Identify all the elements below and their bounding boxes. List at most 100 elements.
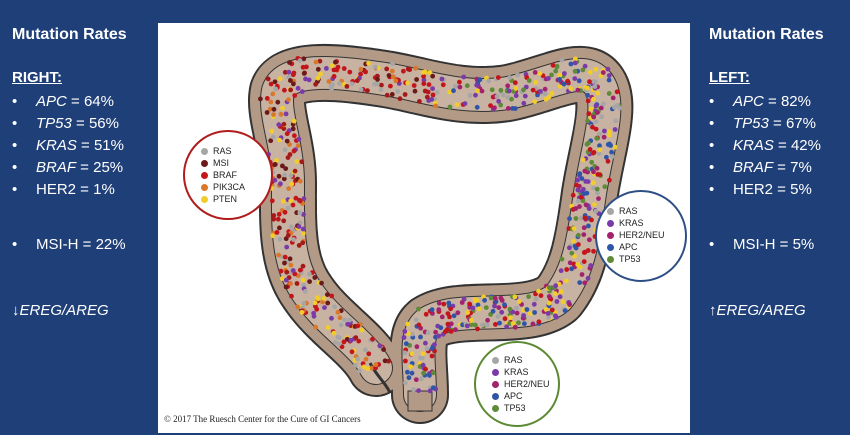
- mutation-dot: [569, 266, 574, 272]
- mutation-dot: [553, 68, 559, 74]
- mutation-dot: [474, 104, 480, 110]
- mutation-dot: [492, 296, 498, 301]
- mutation-dot: [320, 299, 325, 305]
- mutation-dot: [521, 100, 527, 106]
- mutation-dot: [597, 131, 602, 137]
- mutation-dot: [593, 208, 599, 214]
- mutation-dot: [612, 104, 617, 110]
- mutation-dot: [375, 77, 380, 82]
- legend-item-tp53: TP53: [607, 254, 641, 265]
- mutation-dot: [469, 317, 474, 323]
- mutation-dot: [547, 285, 552, 290]
- mutation-dot: [279, 276, 285, 281]
- mutation-dot: [591, 150, 597, 155]
- mutation-dot: [593, 119, 599, 124]
- mutation-dot: [455, 310, 461, 316]
- mutation-dot: [413, 377, 419, 383]
- mutation-dot: [572, 76, 578, 81]
- mutation-dot: [301, 300, 307, 306]
- mutation-dot: [283, 166, 289, 172]
- mutation-dot: [402, 350, 408, 356]
- mutation-dot: [592, 84, 598, 89]
- mutation-dot: [590, 124, 595, 130]
- mutation-dot: [290, 126, 296, 132]
- mutation-dot: [413, 317, 419, 323]
- mutation-dot: [493, 322, 498, 327]
- mutation-dot: [474, 82, 480, 88]
- mutation-dot: [475, 326, 480, 332]
- mutation-dot: [593, 126, 599, 132]
- mutation-dot: [597, 143, 602, 149]
- mutation-dot: [370, 336, 375, 342]
- mutation-dot: [553, 283, 559, 289]
- mutation-list: •APC = 64% •TP53 = 56% •KRAS = 51% •BRAF…: [12, 91, 124, 201]
- mutation-dot: [324, 66, 329, 71]
- right-panel-left-colon-rates: Mutation Rates LEFT: •APC = 82% •TP53 = …: [700, 0, 850, 435]
- mutation-dot: [420, 362, 426, 368]
- mutation-dot: [395, 89, 400, 94]
- mutation-dot: [269, 128, 275, 134]
- mutation-dot: [538, 293, 544, 298]
- legend-swatch: [201, 184, 208, 191]
- mutation-dot: [282, 260, 287, 266]
- mutation-dot: [314, 295, 320, 301]
- mutation-dot: [291, 148, 297, 154]
- mutation-dot: [447, 104, 453, 110]
- msi-h-rate: •MSI-H = 22%: [12, 236, 126, 253]
- mutation-dot: [344, 336, 350, 342]
- mutation-dot: [288, 87, 293, 93]
- mutation-dot: [472, 322, 478, 328]
- mutation-dot: [492, 105, 497, 111]
- mutation-dot: [297, 198, 303, 204]
- mutation-dot: [580, 157, 586, 163]
- mutation-dot: [467, 93, 473, 98]
- mutation-dot: [282, 254, 288, 260]
- mutation-dot: [329, 315, 334, 321]
- mutation-dot: [593, 66, 599, 72]
- mutation-dot: [281, 218, 287, 224]
- mutation-dot: [577, 204, 582, 210]
- legend-item-ras: RAS: [607, 206, 638, 217]
- mutation-dot: [292, 168, 298, 174]
- mutation-dot: [446, 300, 452, 306]
- mutation-dot: [581, 232, 587, 238]
- mutation-dot: [319, 280, 324, 286]
- mutation-dot: [366, 60, 371, 66]
- mutation-dot: [573, 206, 579, 211]
- mutation-dot: [591, 169, 596, 175]
- mutation-dot: [553, 313, 558, 319]
- mutation-dot: [479, 88, 485, 94]
- legend-swatch: [607, 208, 614, 215]
- mutation-item-braf: •BRAF = 7%: [709, 159, 812, 176]
- legend-label: HER2/NEU: [504, 379, 550, 389]
- mutation-dot: [286, 97, 291, 102]
- mutation-dot: [401, 335, 407, 340]
- mutation-dot: [358, 66, 364, 72]
- mutation-dot: [329, 63, 335, 68]
- mutation-dot: [331, 67, 337, 73]
- mutation-dot: [427, 388, 433, 394]
- legend-item-kras: KRAS: [607, 218, 644, 229]
- mutation-dot: [282, 209, 288, 215]
- mutation-dot: [497, 320, 502, 326]
- mutation-dot: [573, 245, 579, 251]
- mutation-dot: [609, 149, 614, 155]
- mutation-dot: [486, 78, 492, 84]
- mutation-dot: [436, 300, 442, 306]
- mutation-dot: [533, 79, 539, 85]
- mutation-dot: [339, 344, 345, 350]
- mutation-dot: [295, 304, 301, 310]
- mutation-dot: [286, 186, 292, 192]
- copyright-notice: © 2017 The Ruesch Center for the Cure of…: [164, 414, 361, 424]
- legend-label: RAS: [504, 355, 523, 365]
- mutation-dot: [506, 88, 512, 94]
- mutation-dot: [285, 233, 291, 238]
- mutation-dot: [564, 278, 569, 284]
- mutation-dot: [408, 364, 414, 369]
- mutation-dot: [272, 162, 278, 167]
- mutation-dot: [272, 177, 278, 183]
- mutation-dot: [594, 165, 600, 171]
- mutation-dot: [575, 187, 581, 193]
- legend-item-apc: APC: [492, 391, 523, 402]
